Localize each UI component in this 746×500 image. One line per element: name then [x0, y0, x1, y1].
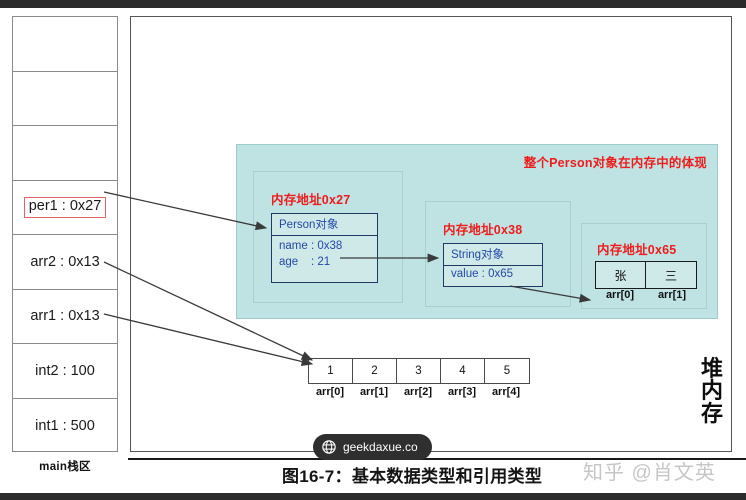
int-array-cell-3: 4 [441, 359, 485, 383]
geekdaxue-badge[interactable]: geekdaxue.co [313, 434, 432, 460]
stack-cell-empty [13, 72, 117, 126]
stack-cell-label: arr1 : 0x13 [30, 308, 100, 325]
stack-cell-arr1: arr1 : 0x13 [13, 290, 117, 344]
address-title-0x65: 内存地址0x65 [597, 243, 677, 257]
person-memory-region-title: 整个Person对象在内存中的体现 [523, 156, 707, 170]
person-memory-region: 整个Person对象在内存中的体现 内存地址0x27 Person对象 name… [236, 144, 718, 319]
address-block-0x65 [581, 223, 707, 309]
string-object-header: String对象 [444, 244, 542, 266]
main-stack-label: main栈区 [39, 461, 91, 473]
int-array-label-1: arr[1] [359, 386, 389, 398]
address-title-0x38: 内存地址0x38 [443, 223, 523, 237]
int-array-label-0: arr[0] [315, 386, 345, 398]
heap-vertical-char-1: 内 [700, 378, 723, 404]
string-object-value: value : 0x65 [451, 268, 514, 280]
watermark: 知乎 @肖文英 [583, 462, 716, 484]
stack-cell-per1: per1 : 0x27 [13, 181, 117, 235]
top-bar [0, 0, 746, 8]
person-object-header: Person对象 [272, 214, 377, 236]
address-block-0x38 [425, 201, 571, 307]
globe-icon [322, 440, 336, 454]
address-title-0x27: 内存地址0x27 [271, 193, 351, 207]
stack-cell-arr2: arr2 : 0x13 [13, 235, 117, 290]
char-array-cell-0: 张 [596, 262, 646, 288]
person-object-fields: name : 0x38 age : 21 [279, 240, 343, 268]
figure-caption: 图16-7：基本数据类型和引用类型 [282, 467, 543, 486]
person-object-box: Person对象 name : 0x38 age : 21 [271, 213, 378, 283]
int-array-cell-0: 1 [309, 359, 353, 383]
int-array-cell-4: 5 [503, 365, 511, 377]
stack-cell-empty [13, 126, 117, 181]
char-array-label-0: arr[0] [605, 289, 635, 301]
stack-cell-int1: int1 : 500 [13, 399, 117, 454]
int-array-label-4: arr[4] [491, 386, 521, 398]
char-array-label-1: arr[1] [657, 289, 687, 301]
stack-cell-label: per1 : 0x27 [23, 196, 107, 218]
stack-cell-label: int2 : 100 [35, 362, 95, 379]
address-block-0x27 [253, 171, 403, 303]
geekdaxue-badge-label: geekdaxue.co [343, 440, 418, 454]
heap-vertical-char-0: 堆 [700, 356, 723, 381]
string-object-box: String对象 value : 0x65 [443, 243, 543, 287]
stack-cell-label: arr2 : 0x13 [30, 253, 100, 270]
char-array-labels: arr[0] arr[1] [594, 289, 698, 301]
stack-cell-label: int1 : 500 [35, 417, 95, 434]
int-array-label-3: arr[3] [447, 386, 477, 398]
int-array-label-2: arr[2] [403, 386, 433, 398]
int-array-cell-2: 3 [397, 359, 441, 383]
heap-vertical-label: 堆内存 [697, 356, 727, 426]
caption-divider [128, 458, 746, 460]
int-array-labels: arr[0] arr[1] arr[2] arr[3] arr[4] [308, 386, 528, 398]
char-array-cells: 张三 [595, 261, 697, 289]
int-array-cell-1: 2 [353, 359, 397, 383]
char-array-cell-1: 三 [664, 268, 677, 283]
main-stack-frame: per1 : 0x27 arr2 : 0x13 arr1 : 0x13 int2 : … [12, 16, 118, 452]
bottom-bar [0, 493, 746, 500]
heap-vertical-char-2: 存 [700, 400, 723, 426]
stack-cell-int2: int2 : 100 [13, 344, 117, 399]
stack-cell-empty [13, 17, 117, 72]
